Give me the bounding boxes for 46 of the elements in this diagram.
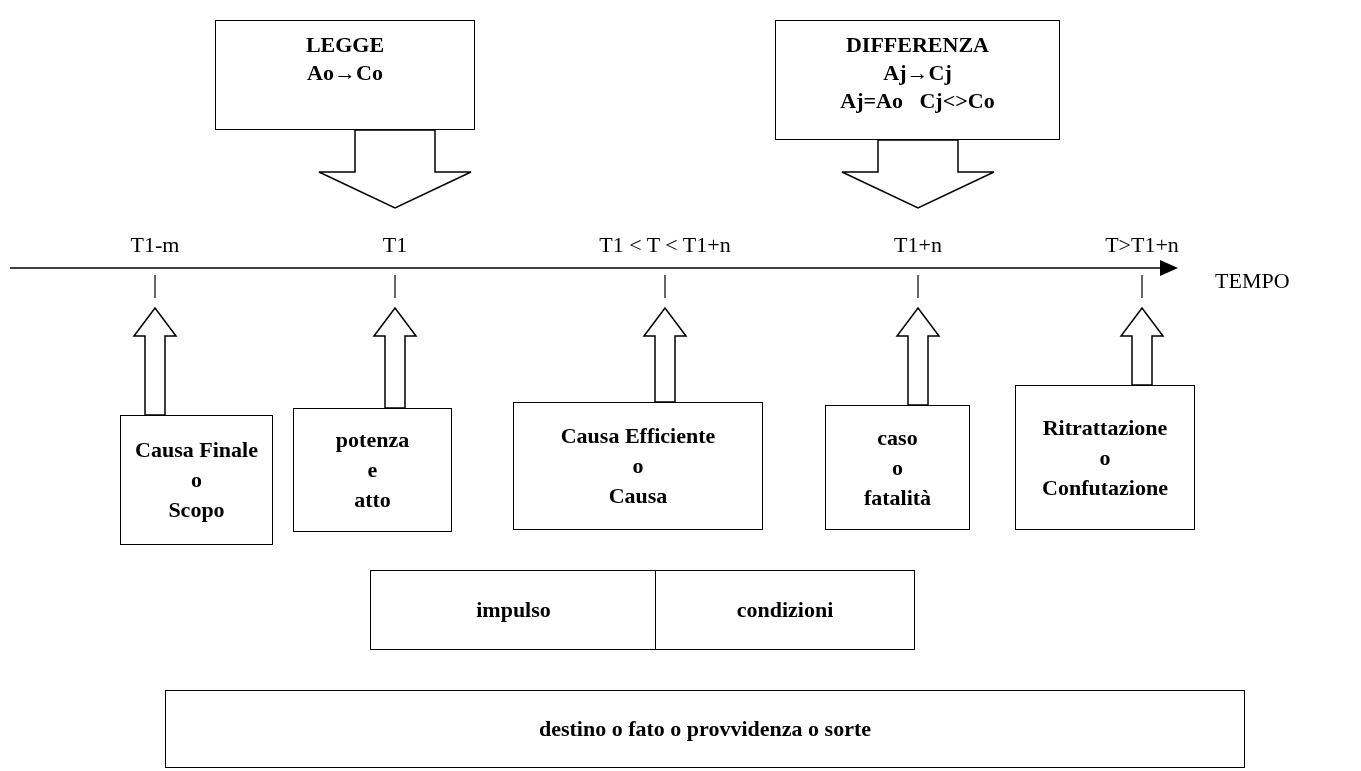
box-text: e: [367, 456, 378, 484]
box-text: impulso: [476, 596, 551, 624]
callout-title: LEGGE: [305, 31, 385, 59]
box-text: Causa Efficiente: [560, 422, 716, 450]
box-text: Causa: [608, 482, 668, 510]
tick-label: T1 < T < T1+n: [599, 232, 731, 258]
box-text: potenza: [335, 426, 410, 454]
box-text: Causa Finale: [135, 436, 258, 464]
box-text: Confutazione: [1042, 473, 1168, 502]
callout-title: DIFFERENZA: [846, 31, 989, 59]
banner-box: [165, 690, 1245, 768]
box-text: o: [191, 466, 202, 494]
tick-label: T1: [382, 232, 408, 258]
box-text: o: [632, 452, 644, 480]
block-arrow: [132, 306, 178, 416]
concept-box: [825, 405, 970, 530]
box-text: fatalità: [863, 483, 932, 512]
concept-box: [370, 570, 657, 650]
concept-box: [293, 408, 452, 532]
block-arrow: [895, 306, 941, 406]
box-text: destino o fato o provvidenza o sorte: [539, 715, 871, 743]
block-arrow: [318, 129, 472, 209]
axis-label: TEMPO: [1215, 268, 1290, 294]
box-text: Ritrattazione: [1042, 413, 1168, 442]
block-arrow: [841, 139, 995, 209]
callout-box: [215, 20, 475, 130]
tick-label: T1-m: [130, 232, 180, 258]
block-arrow: [372, 306, 418, 409]
concept-box: [513, 402, 763, 530]
callout-box: [775, 20, 1060, 140]
box-text: condizioni: [736, 596, 834, 624]
formula-text: Aj→Cj: [883, 59, 952, 87]
tick-label: T>T1+n: [1105, 232, 1179, 258]
box-text: caso: [877, 423, 918, 452]
box-text: o: [892, 453, 903, 482]
concept-box: [655, 570, 915, 650]
box-text: atto: [354, 486, 391, 514]
block-arrow: [642, 306, 688, 403]
formula-text: Ao→Co: [307, 59, 383, 87]
block-arrow: [1119, 306, 1165, 386]
tick-label: T1+n: [894, 232, 942, 258]
concept-box: [120, 415, 273, 545]
box-text: Scopo: [168, 496, 225, 524]
concept-box: [1015, 385, 1195, 530]
box-text: o: [1099, 443, 1111, 472]
formula-text: Aj=Ao Cj<>Co: [840, 87, 995, 115]
